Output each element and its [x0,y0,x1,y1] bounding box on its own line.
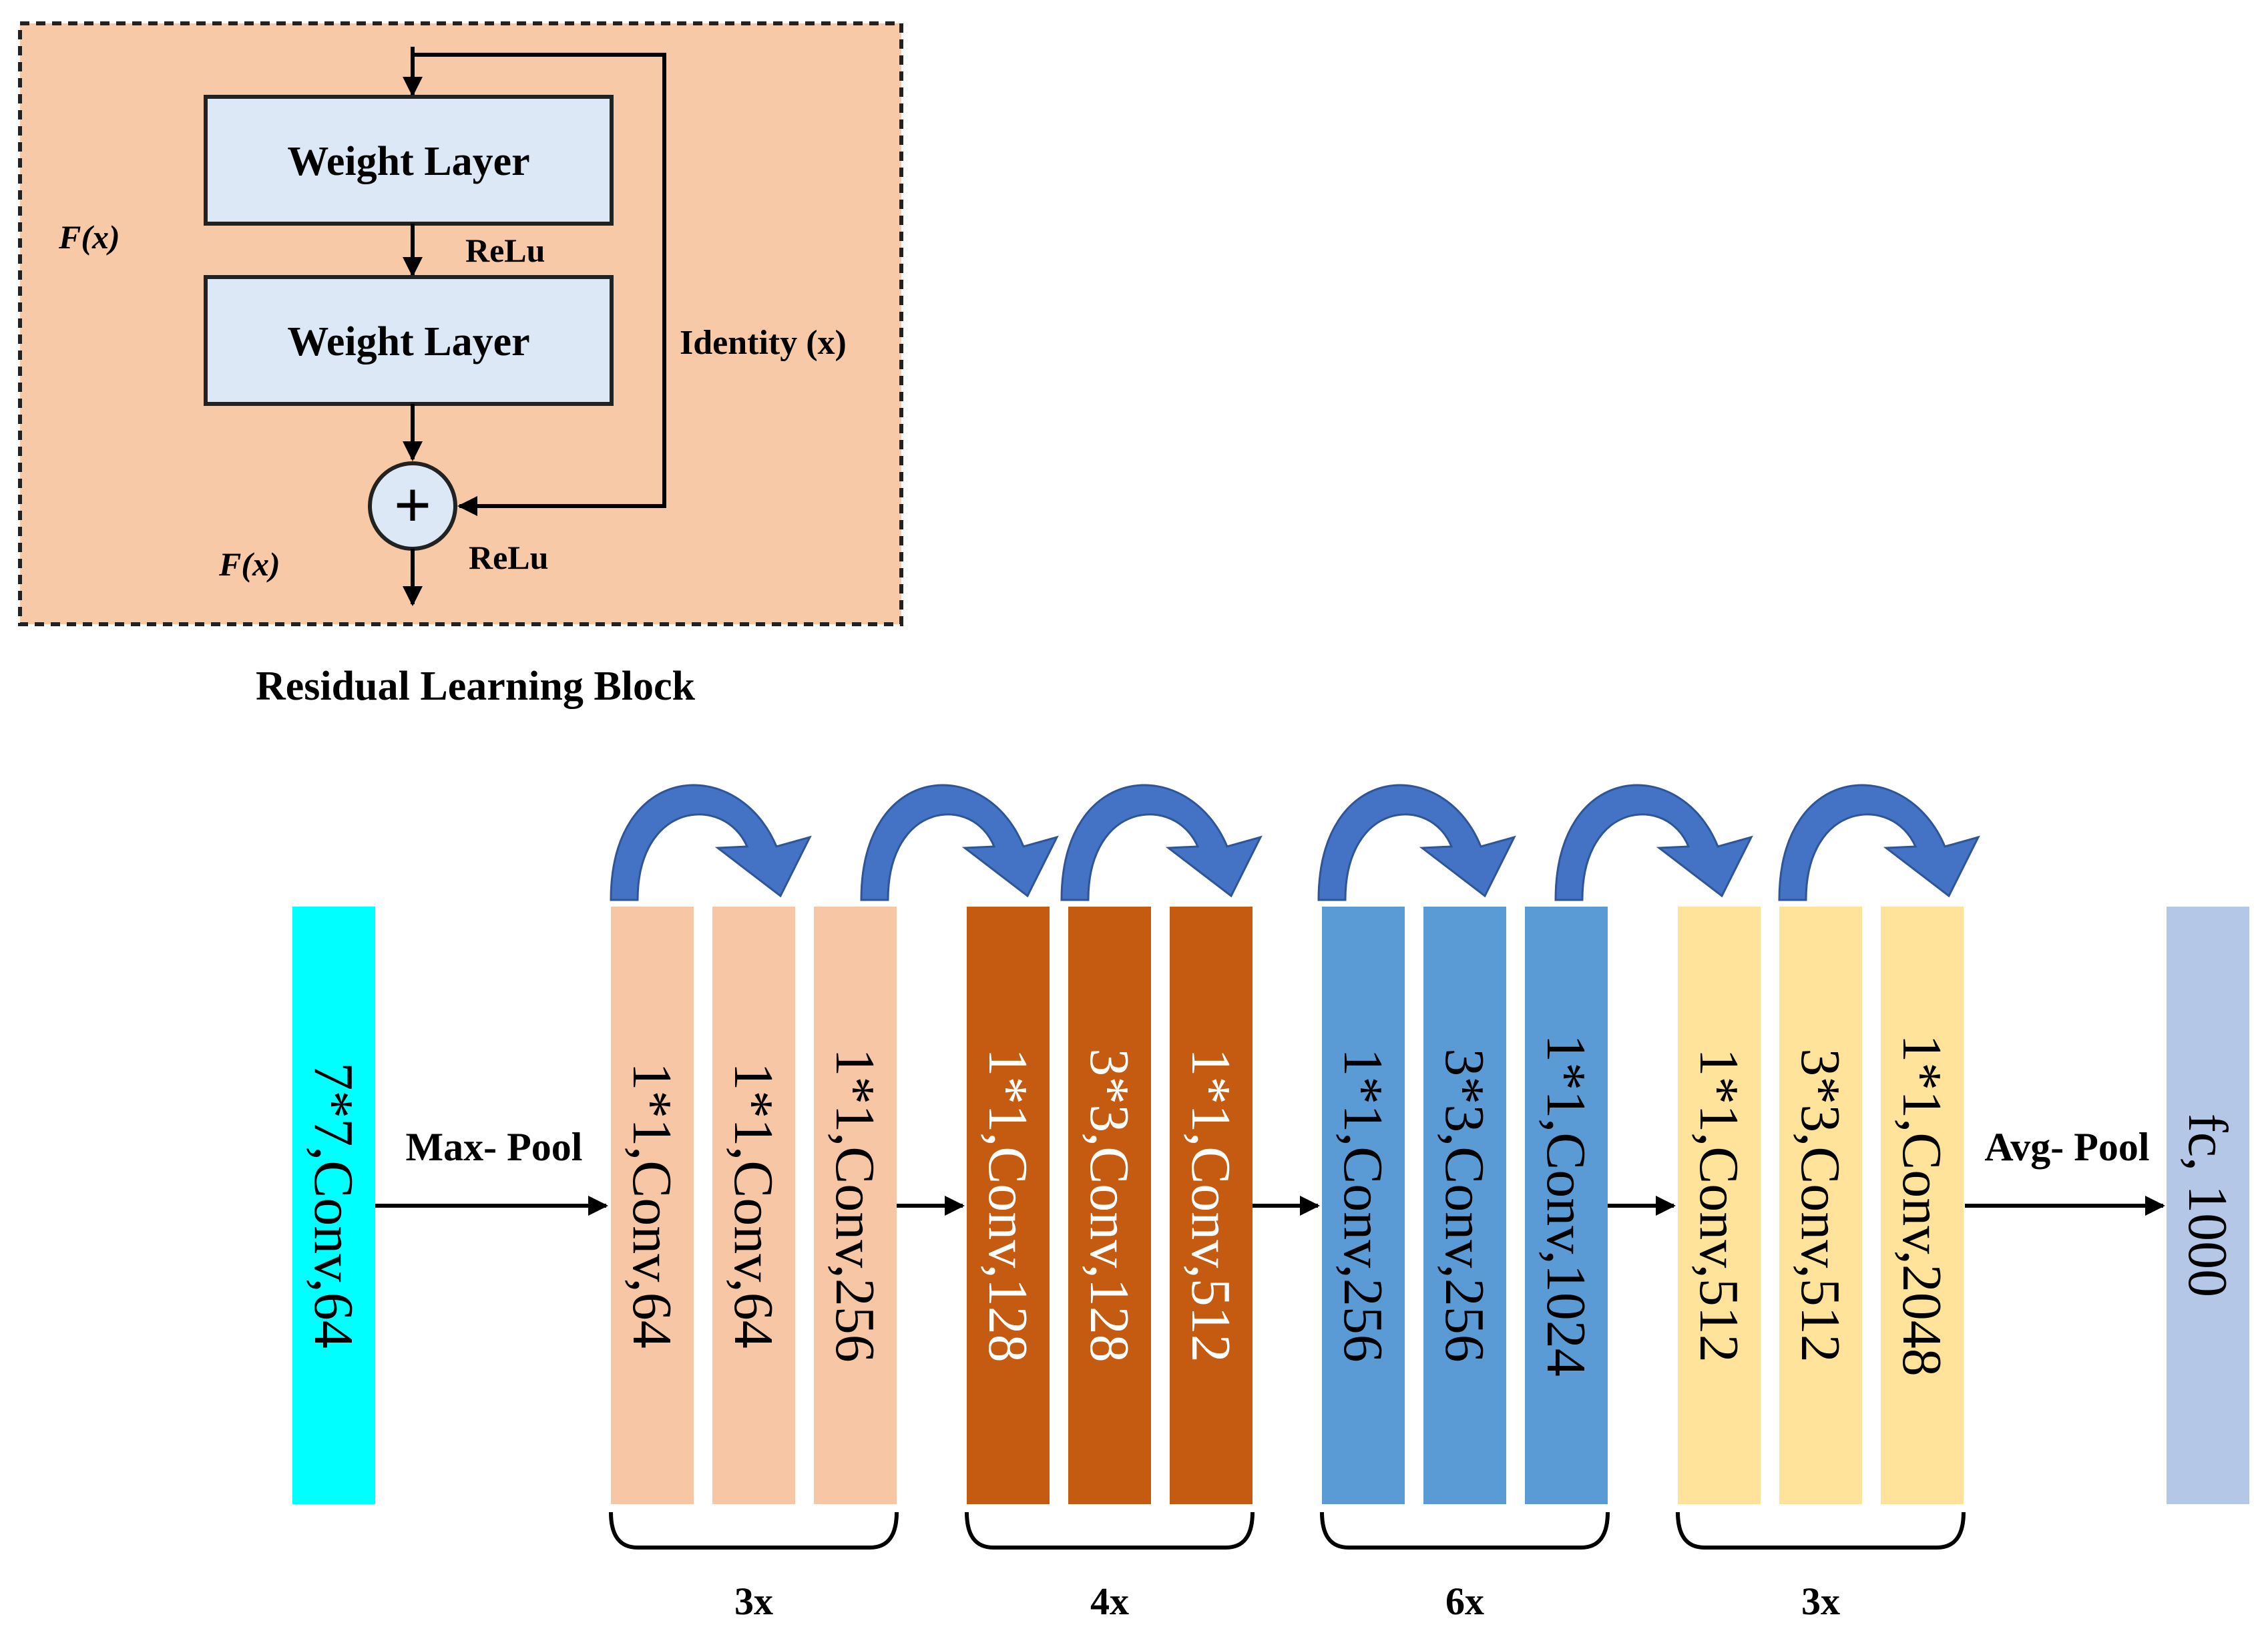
stage-1-layer-1-label: 1*1,Conv,64 [621,1062,683,1349]
stage-2: 1*1,Conv,128 3*3,Conv,128 1*1,Conv,512 4x [965,907,1320,1623]
stage-4-layer-2 [1779,907,1862,1504]
stage-3: 1*1,Conv,256 3*3,Conv,256 1*1,Conv,1024 6x [1320,907,1676,1623]
stage-1-layer-3-label: 1*1,Conv,256 [824,1048,886,1363]
stage-3-layer-3-label: 1*1,Conv,1024 [1535,1034,1597,1377]
stage-1-layer-3 [814,907,897,1504]
stage-4-bracket [1676,1511,1966,1550]
skip-connection-arrow-3 [1060,784,1263,901]
stage-2-repeat-label: 4x [1090,1580,1129,1623]
input-conv-layer [292,907,375,1504]
stage-1-repeat-label: 3x [734,1580,773,1623]
stage-2-layer-3-label: 1*1,Conv,512 [1180,1048,1242,1363]
relu-label-mid: ReLu [465,232,545,269]
stage-3-layer-2 [1423,907,1506,1504]
residual-learning-block: Weight Layer ReLu Weight Layer Identity … [18,21,903,626]
skip-connection-arrow-4 [1317,784,1516,901]
stage-3-layer-3 [1525,907,1608,1504]
stage-3-layer-2-label: 3*3,Conv,256 [1433,1048,1496,1363]
weight-layer-box-1 [204,95,614,226]
max-pool-label: Max- Pool [406,1125,583,1169]
stage-4-layer-1-label: 1*1,Conv,512 [1688,1048,1750,1363]
skip-connection-arrow-2 [860,784,1059,901]
skip-connection-arrow-1 [610,784,812,901]
stage-4-layer-3-label: 1*1,Conv,2048 [1891,1034,1953,1377]
stage-3-layer-1 [1322,907,1405,1504]
stage-2-layer-3 [1170,907,1253,1504]
stage-2-layer-2 [1068,907,1151,1504]
identity-label: Identity (x) [680,324,847,362]
stage-2-layer-1-label: 1*1,Conv,128 [977,1048,1039,1363]
avg-pool-label: Avg- Pool [1984,1125,2149,1169]
identity-shortcut-path [413,53,666,516]
stage-3-layer-1-label: 1*1,Conv,256 [1332,1048,1394,1363]
skip-connection-arrow-5 [1554,784,1753,901]
stage-3-bracket [1320,1511,1610,1550]
relu-label-out: ReLu [469,539,548,576]
skip-connection-arrow-6 [1778,784,1980,901]
plus-icon: + [394,468,432,542]
stage-4-layer-2-label: 3*3,Conv,512 [1789,1048,1851,1363]
residual-block-caption: Residual Learning Block [256,664,696,709]
fc-output-label: fc, 1000 [2177,1114,2239,1297]
stage-4: 1*1,Conv,512 3*3,Conv,512 1*1,Conv,2048 3x [1676,907,1966,1623]
stage-1-layer-1 [611,907,694,1504]
stage-2-layer-2-label: 3*3,Conv,128 [1078,1048,1140,1363]
fx-label-bottom: F(x) [218,545,280,583]
stage-4-layer-1 [1678,907,1761,1504]
stage-1: 1*1,Conv,64 1*1,Conv,64 1*1,Conv,256 3x [609,907,965,1623]
input-conv-label: 7*7,Conv,64 [302,1062,365,1349]
stage-4-repeat-label: 3x [1801,1580,1840,1623]
fx-label-left: F(x) [58,218,120,256]
weight-layer-label-2: Weight Layer [287,319,529,365]
stage-1-layer-2-label: 1*1,Conv,64 [722,1062,784,1349]
stage-4-layer-3 [1881,907,1964,1504]
stage-1-bracket [609,1511,899,1550]
stage-3-repeat-label: 6x [1445,1580,1484,1623]
stage-2-bracket [965,1511,1255,1550]
weight-layer-box-2 [204,275,614,406]
fc-output-layer [2167,907,2249,1504]
stage-2-layer-1 [967,907,1050,1504]
weight-layer-label-1: Weight Layer [287,139,529,184]
stage-1-layer-2 [712,907,795,1504]
